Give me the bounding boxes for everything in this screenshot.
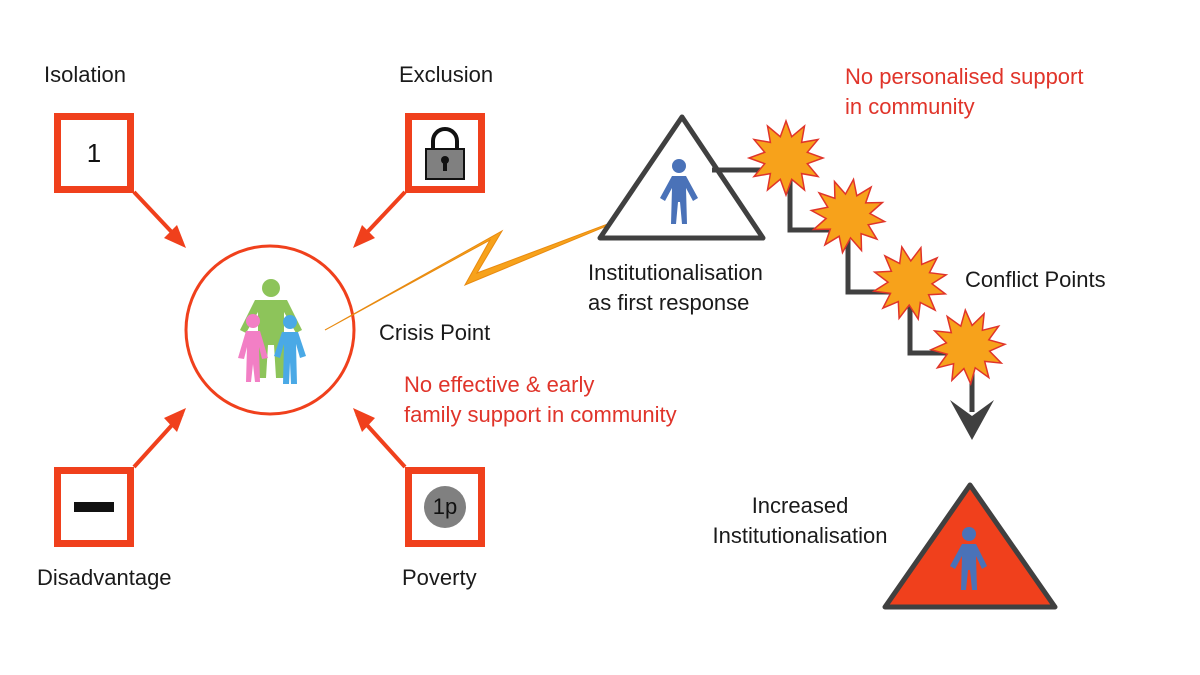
family-icon <box>238 279 306 384</box>
minus-icon <box>74 502 114 512</box>
path-arrowhead <box>950 400 994 440</box>
arrows-to-center <box>132 190 407 469</box>
crisis-point-label: Crisis Point <box>379 320 491 345</box>
exclusion-box <box>405 113 485 193</box>
coin-label: 1p <box>432 494 458 519</box>
arrowhead-disadvantage <box>164 408 186 432</box>
exclusion-label: Exclusion <box>399 62 494 87</box>
starburst-icon <box>746 118 826 198</box>
arrowhead-isolation <box>164 225 186 248</box>
starburst-icon <box>871 244 949 322</box>
person-icon <box>660 159 698 224</box>
conflict-starbursts <box>746 118 1008 387</box>
person-icon-increased <box>950 527 987 590</box>
no-family-support-label: No effective & early family support in c… <box>404 372 677 427</box>
no-personalised-support-label: No personalised support in community <box>845 64 1084 119</box>
isolation-box: 1 <box>54 113 134 193</box>
padlock-icon <box>425 127 465 180</box>
arrowhead-exclusion <box>353 225 375 248</box>
disadvantage-box <box>54 467 134 547</box>
arrowhead-poverty <box>353 408 375 432</box>
poverty-label: Poverty <box>402 565 477 590</box>
isolation-label: Isolation <box>44 62 126 87</box>
institutionalisation-first-label: Institutionalisation as first response <box>588 260 763 315</box>
isolation-number: 1 <box>86 137 102 168</box>
coin-icon: 1p <box>424 486 466 528</box>
disadvantage-label: Disadvantage <box>37 565 172 590</box>
increased-institutionalisation-label: Increased Institutionalisation <box>712 493 888 548</box>
conflict-points-label: Conflict Points <box>965 267 1106 292</box>
starburst-icon <box>928 307 1008 387</box>
poverty-box: 1p <box>405 467 485 547</box>
starburst-icon <box>809 177 887 255</box>
